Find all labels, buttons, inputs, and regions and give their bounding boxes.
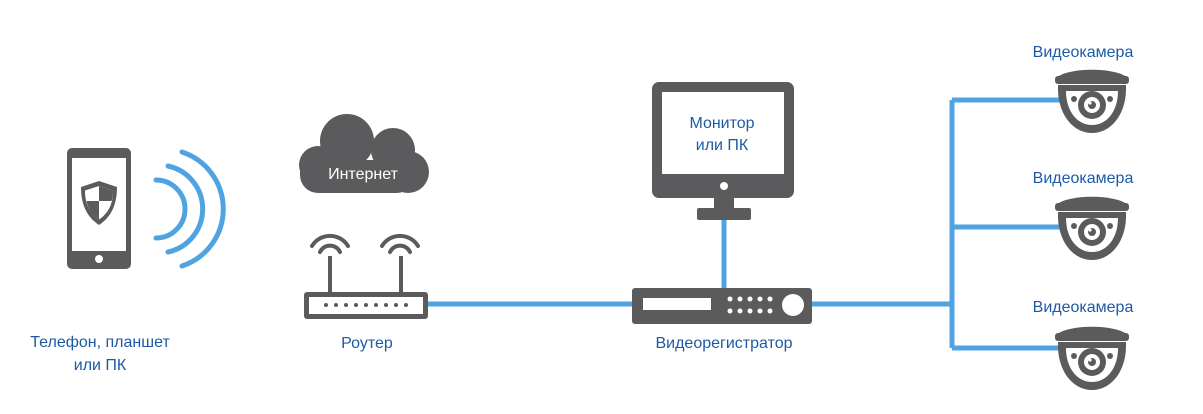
dvr-label: Видеорегистратор bbox=[655, 335, 792, 352]
cloud-label: Интернет bbox=[328, 166, 398, 183]
monitor-icon bbox=[652, 82, 794, 220]
dome-camera-icon bbox=[1055, 69, 1129, 133]
dome-camera-icon bbox=[1055, 326, 1129, 390]
dvr-icon bbox=[632, 288, 812, 324]
camera-1-label: Видеокамера bbox=[1033, 44, 1134, 61]
router-icon bbox=[304, 233, 428, 319]
router-label: Роутер bbox=[341, 335, 393, 352]
cloud-icon bbox=[299, 114, 429, 193]
phone-label-line2: или ПК bbox=[74, 357, 127, 374]
phone-label-line1: Телефон, планшет bbox=[30, 334, 170, 351]
monitor-label-line1: Монитор bbox=[689, 115, 754, 132]
smartphone-shield-icon bbox=[67, 148, 131, 269]
cables bbox=[428, 97, 1062, 351]
wireless-signal-icon bbox=[153, 149, 226, 269]
camera-3-label: Видеокамера bbox=[1033, 299, 1134, 316]
monitor-label-line2: или ПК bbox=[696, 137, 749, 154]
dome-camera-icon bbox=[1055, 196, 1129, 260]
camera-2-label: Видеокамера bbox=[1033, 170, 1134, 187]
